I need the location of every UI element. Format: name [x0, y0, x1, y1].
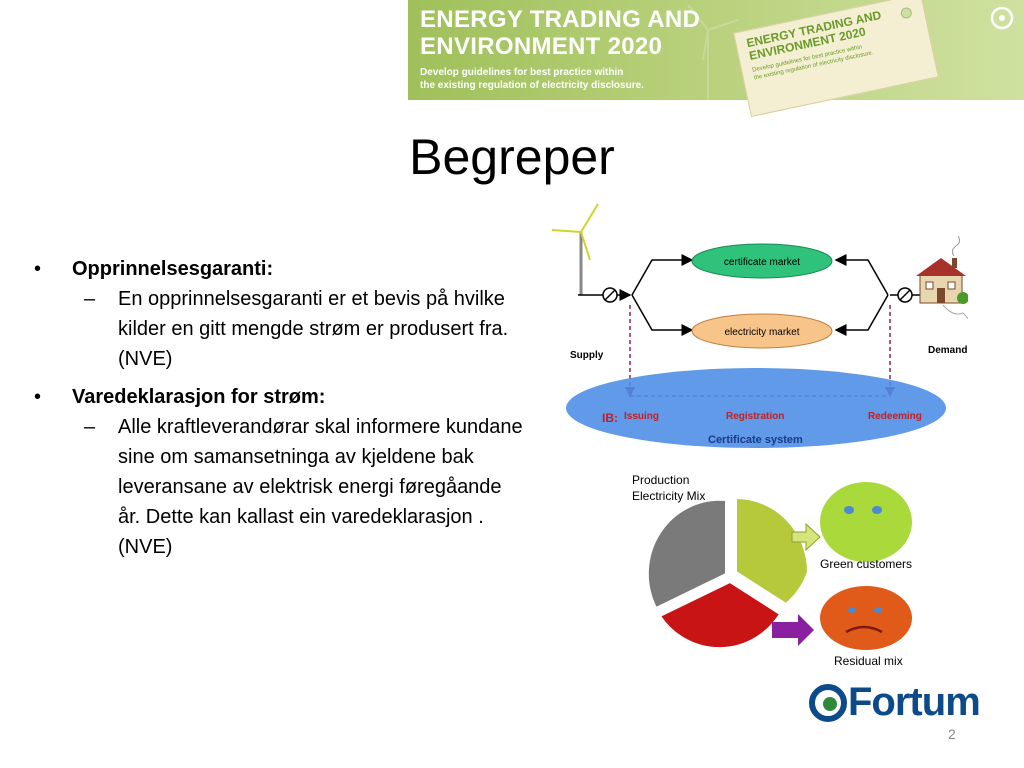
- electricity-market-label: electricity market: [724, 327, 799, 338]
- issuing-label: Issuing: [624, 411, 659, 422]
- banner-subtitle: Develop guidelines for best practice wit…: [420, 67, 644, 91]
- fortum-logo-text: Fortum: [848, 680, 981, 724]
- pie-label-line2: Electricity Mix: [632, 489, 705, 503]
- supply-label: Supply: [570, 350, 604, 361]
- purple-arrow-icon: [772, 614, 814, 646]
- fortum-logo-icon: [809, 684, 847, 722]
- pie-slice-green: [735, 496, 810, 606]
- slide-title: Begreper: [409, 129, 615, 185]
- banner-title: ENERGY TRADING AND ENVIRONMENT 2020: [420, 6, 701, 60]
- certificate-market-label: certificate market: [724, 257, 800, 268]
- bullet-heading: •Opprinnelsesgaranti:: [34, 258, 274, 280]
- wind-turbine-icon: [551, 203, 608, 296]
- fortum-logo: Fortum: [808, 680, 982, 726]
- tag-hole: [899, 6, 913, 20]
- bullet-list: •Opprinnelsesgaranti: –En opprinnelsesga…: [34, 254, 524, 570]
- green-customers-label: Green customers: [820, 557, 912, 571]
- certificate-market-node: [691, 243, 833, 279]
- certificate-system-label: Certificate system: [708, 434, 803, 446]
- green-arrow-icon: [791, 522, 821, 552]
- refresh-logo-icon: [990, 6, 1014, 30]
- certificate-system-diagram: certificate market electricity market Su…: [551, 203, 968, 448]
- bullet-subitem: –Alle kraftleverandørar skal informere k…: [84, 416, 523, 558]
- bullet-heading: •Varedeklarasjon for strøm:: [34, 386, 326, 408]
- pie-slice-red: [658, 580, 782, 650]
- production-mix-diagram: Production Electricity Mix Green custome…: [632, 473, 912, 668]
- house-icon: [916, 235, 968, 320]
- page-number: 2: [948, 726, 956, 742]
- ib-label: IB:: [602, 411, 618, 425]
- certificate-system-node: [566, 368, 946, 448]
- electricity-market-node: [691, 313, 833, 349]
- bullet-subitem: –En opprinnelsesgaranti er et bevis på h…: [84, 288, 509, 370]
- sad-face-icon: [820, 586, 912, 650]
- happy-face-icon: [820, 482, 912, 562]
- redeeming-label: Redeeming: [868, 411, 922, 422]
- registration-label: Registration: [726, 411, 784, 422]
- pie-slice-grey: [646, 498, 727, 610]
- residual-mix-label: Residual mix: [834, 654, 903, 668]
- demand-label: Demand: [928, 345, 967, 356]
- pie-label-line1: Production: [632, 473, 689, 487]
